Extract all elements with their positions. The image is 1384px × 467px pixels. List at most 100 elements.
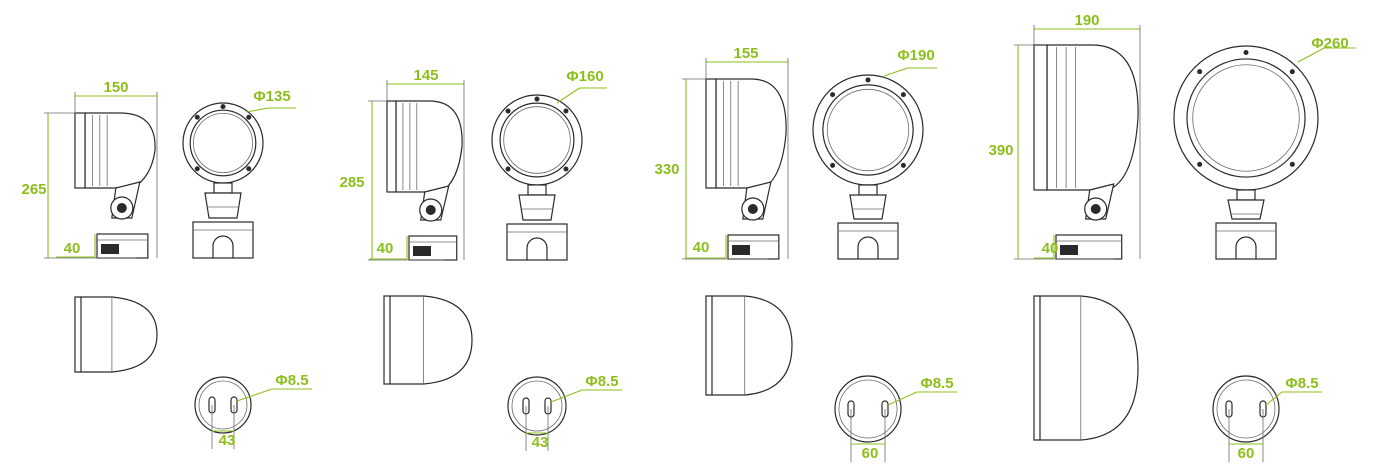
hole-leader <box>887 391 918 406</box>
side-view <box>1033 44 1139 260</box>
front-neck <box>527 184 547 196</box>
pivot-knob-center <box>1090 204 1101 214</box>
diameter-leader <box>556 87 580 104</box>
front-base <box>192 221 254 259</box>
bezel-screw <box>900 162 906 168</box>
width-label: 190 <box>1074 12 1099 29</box>
cable-gland <box>1060 245 1078 255</box>
bezel-screw <box>534 96 540 102</box>
housing-body <box>395 100 463 193</box>
cable-gland <box>101 244 119 254</box>
bezel-screw <box>1197 161 1203 167</box>
width-dimension: 150 <box>74 79 158 258</box>
diameter-dimension: Φ135 <box>245 88 296 113</box>
width-dimension: 190 <box>1033 12 1141 259</box>
front-neck <box>213 182 233 194</box>
spacing-dimension: 43 <box>211 405 236 449</box>
base-plate-inner <box>1216 379 1276 439</box>
spacing-label: 43 <box>219 432 236 449</box>
hole-label: Φ8.5 <box>585 373 618 390</box>
front-neck <box>858 184 878 196</box>
housing-body <box>84 112 156 189</box>
base-plate <box>834 375 902 443</box>
base-plate <box>194 376 252 434</box>
front-yoke <box>518 194 556 221</box>
top-housing <box>705 295 793 396</box>
width-label: 150 <box>103 79 128 96</box>
front-view <box>491 94 583 261</box>
front-base <box>506 223 568 261</box>
front-view <box>1173 45 1319 260</box>
bottom-view <box>834 375 902 443</box>
top-housing <box>74 296 158 373</box>
front-view <box>182 102 264 259</box>
bezel-screw <box>830 162 836 168</box>
front-lens <box>503 106 571 174</box>
front-ring-inner <box>822 84 914 176</box>
diameter-label: Φ160 <box>566 68 603 85</box>
lens-bezel <box>1033 44 1048 191</box>
bezel-screw <box>246 166 252 172</box>
top-view <box>1033 295 1139 441</box>
bezel-screw <box>1289 161 1295 167</box>
base-label: 40 <box>64 240 81 257</box>
base-plate-inner <box>511 380 563 432</box>
product-4: 190 390 40 Φ260 60 Φ8.5 <box>988 12 1356 462</box>
bezel-screw <box>865 77 871 83</box>
base-dimension: 40 <box>369 236 408 260</box>
hole-dimension: Φ8.5 <box>887 375 957 406</box>
hole-label: Φ8.5 <box>1285 375 1318 392</box>
top-view <box>383 295 473 385</box>
cable-gland <box>413 246 431 256</box>
pivot-knob-center <box>425 205 436 215</box>
bezel-screw <box>563 166 569 172</box>
diameter-leader <box>883 67 909 77</box>
width-dimension: 155 <box>705 45 789 259</box>
width-label: 145 <box>413 67 438 84</box>
front-cable-entry <box>212 235 234 258</box>
front-yoke <box>204 192 242 219</box>
top-housing <box>1033 295 1139 441</box>
base-label: 40 <box>1042 240 1059 257</box>
diameter-label: Φ260 <box>1311 35 1348 52</box>
bezel-screw <box>220 104 226 110</box>
hole-label: Φ8.5 <box>275 372 308 389</box>
diameter-dimension: Φ160 <box>556 68 607 104</box>
bezel-screw <box>194 166 200 172</box>
height-label: 265 <box>21 181 46 198</box>
hole-dimension: Φ8.5 <box>236 372 312 402</box>
height-dimension: 390 <box>988 44 1114 260</box>
height-dimension: 265 <box>21 112 137 259</box>
front-ring-inner <box>499 102 575 178</box>
front-ring-inner <box>1186 58 1306 178</box>
base-plate <box>507 376 567 436</box>
lens-bezel <box>386 100 397 193</box>
height-label: 390 <box>988 142 1013 159</box>
diameter-label: Φ135 <box>253 88 290 105</box>
bezel-screw <box>900 92 906 98</box>
spacing-label: 60 <box>1238 445 1255 462</box>
hole-dimension: Φ8.5 <box>550 373 622 403</box>
spacing-label: 43 <box>532 434 549 451</box>
spacing-dimension: 43 <box>525 406 549 451</box>
bottom-view <box>194 376 252 434</box>
front-ring-outer <box>182 102 264 184</box>
lens-bezel <box>74 112 86 189</box>
bezel-screw <box>1243 49 1249 55</box>
base-label: 40 <box>693 239 710 256</box>
bottom-view <box>507 376 567 436</box>
hole-leader <box>1265 391 1283 406</box>
front-lens <box>826 88 910 172</box>
hole-leader <box>236 388 273 402</box>
base-plate <box>1212 375 1280 443</box>
diameter-label: Φ190 <box>897 47 934 64</box>
front-ring-inner <box>189 109 257 177</box>
front-cable-entry <box>1235 236 1257 259</box>
pivot-knob-center <box>116 203 127 213</box>
diameter-dimension: Φ260 <box>1297 35 1356 63</box>
lens-bezel <box>705 78 717 189</box>
base-dimension: 40 <box>56 234 96 258</box>
